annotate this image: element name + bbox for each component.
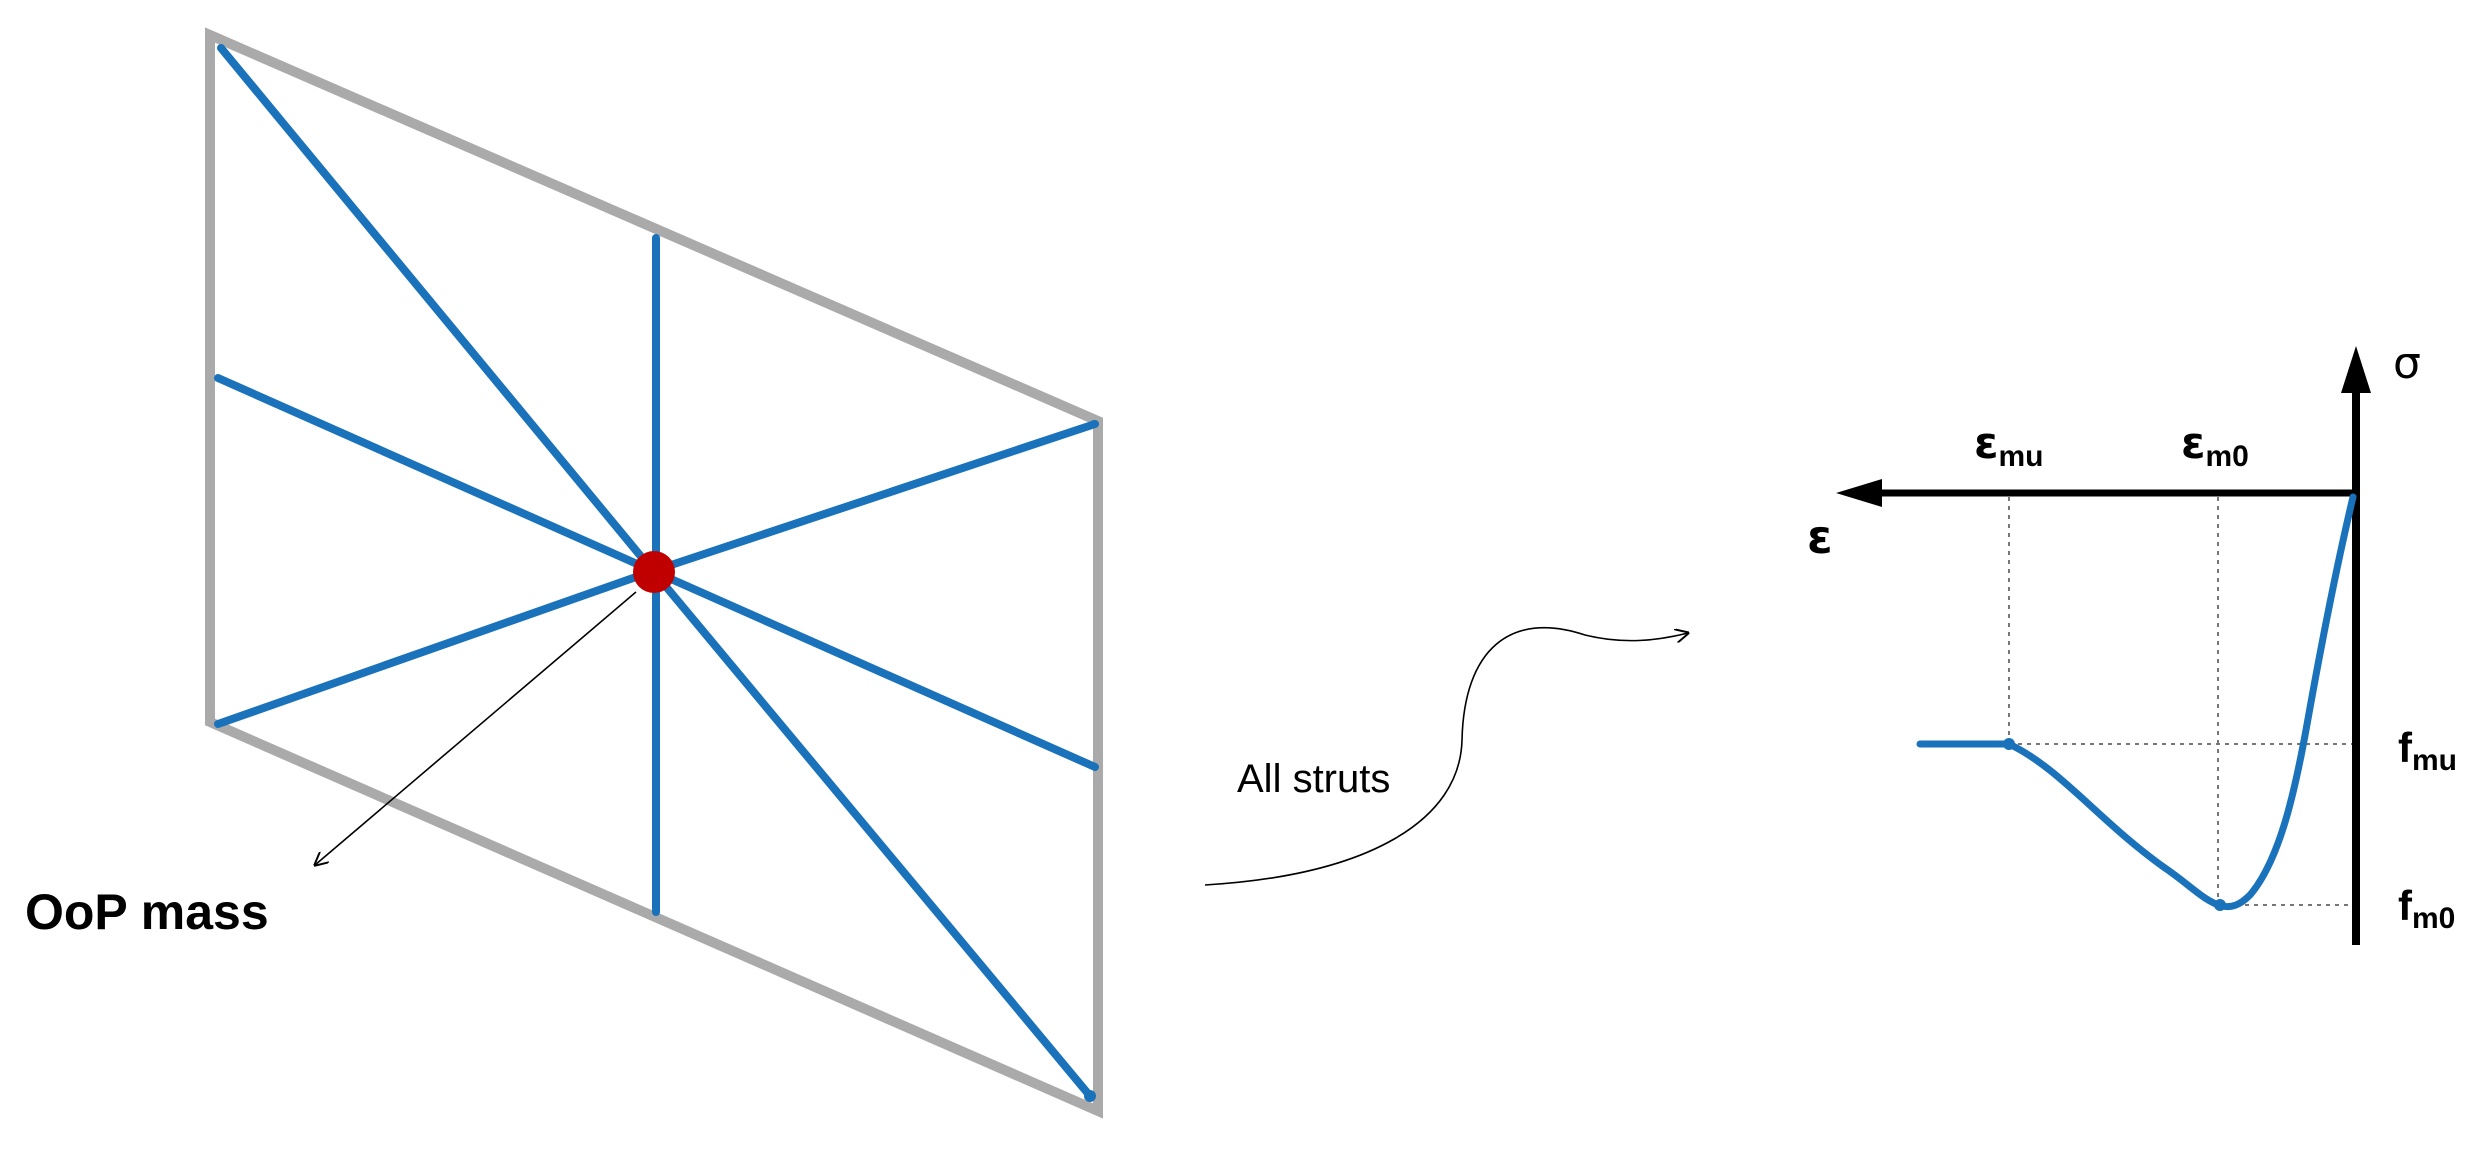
f-m0-subscript: m0 bbox=[2412, 902, 2455, 935]
all-struts-connector: All struts bbox=[1204, 626, 1688, 886]
strut-horizontal-left bbox=[214, 374, 657, 575]
oop-mass-label: OoP mass bbox=[25, 884, 269, 940]
f-mu-label: fmu bbox=[2398, 724, 2457, 777]
oop-mass-leader-arrow bbox=[315, 591, 637, 865]
infill-panel: OoP mass bbox=[25, 27, 1103, 1119]
eps-mu-label: εmu bbox=[1974, 418, 2044, 473]
curve-point-eps-m0 bbox=[2214, 899, 2226, 911]
curve-point-eps-mu bbox=[2003, 738, 2015, 750]
eps-mu-subscript: mu bbox=[1999, 440, 2044, 473]
sigma-label: σ bbox=[2393, 338, 2421, 389]
oop-mass-node bbox=[633, 551, 675, 593]
eps-m0-label: εm0 bbox=[2181, 418, 2249, 473]
sigma-axis-arrowhead bbox=[2341, 346, 2371, 393]
strut-diagonal-upper-right bbox=[649, 420, 1099, 575]
epsilon-axis-arrowhead bbox=[1836, 479, 1882, 507]
panel-frame bbox=[205, 27, 1103, 1119]
f-mu-subscript: mu bbox=[2412, 744, 2457, 777]
f-m0-base: f bbox=[2398, 882, 2413, 929]
strut-diagonal-upper-left bbox=[217, 44, 657, 575]
guide-lines bbox=[2008, 497, 2352, 906]
strut-end-node bbox=[1084, 1090, 1096, 1102]
strut-diagonal-lower-right bbox=[649, 567, 1094, 1100]
strut-diagonal-lower-left bbox=[214, 567, 657, 728]
struts bbox=[214, 44, 1099, 1100]
strut-horizontal-right bbox=[649, 567, 1099, 771]
eps-mu-base: ε bbox=[1974, 418, 1999, 469]
eps-m0-base: ε bbox=[2181, 418, 2206, 469]
curved-connector-arrow bbox=[1204, 626, 1688, 886]
all-struts-label: All struts bbox=[1237, 757, 1390, 801]
stress-strain-curve bbox=[1916, 493, 2357, 911]
f-mu-base: f bbox=[2398, 724, 2413, 771]
stress-strain-diagram: σ ε εmu εm0 fmu fm0 bbox=[1807, 338, 2457, 945]
epsilon-label: ε bbox=[1807, 510, 1833, 564]
strut-end-node bbox=[1090, 420, 1098, 428]
f-m0-label: fm0 bbox=[2398, 882, 2455, 935]
eps-m0-subscript: m0 bbox=[2206, 440, 2249, 473]
